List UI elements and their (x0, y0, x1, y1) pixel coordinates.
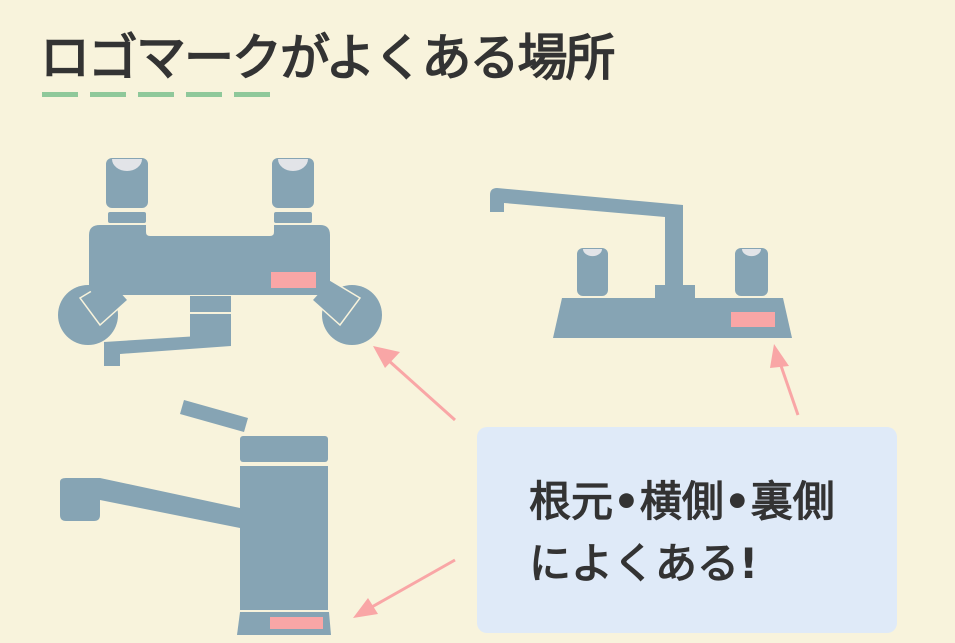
underline-dash (90, 92, 126, 97)
underline-dash (138, 92, 174, 97)
logo-mark-front (731, 312, 775, 327)
underline-dash (234, 92, 270, 97)
underline-dash (42, 92, 78, 97)
callout-box: 根元•横側•裏側 によくある! (477, 427, 897, 633)
callout-line-1: 根元•横側•裏側 (529, 477, 835, 526)
logo-mark-base (270, 617, 323, 629)
underline-dash (186, 92, 222, 97)
arrows (353, 344, 800, 618)
page-title: ロゴマークがよくある場所 (40, 29, 615, 87)
logo-mark-side (271, 272, 316, 288)
deck-mounted-faucet (490, 188, 792, 338)
single-lever-faucet (60, 400, 331, 635)
callout-line-2: によくある! (529, 539, 759, 588)
wall-mounted-faucet (58, 158, 382, 366)
